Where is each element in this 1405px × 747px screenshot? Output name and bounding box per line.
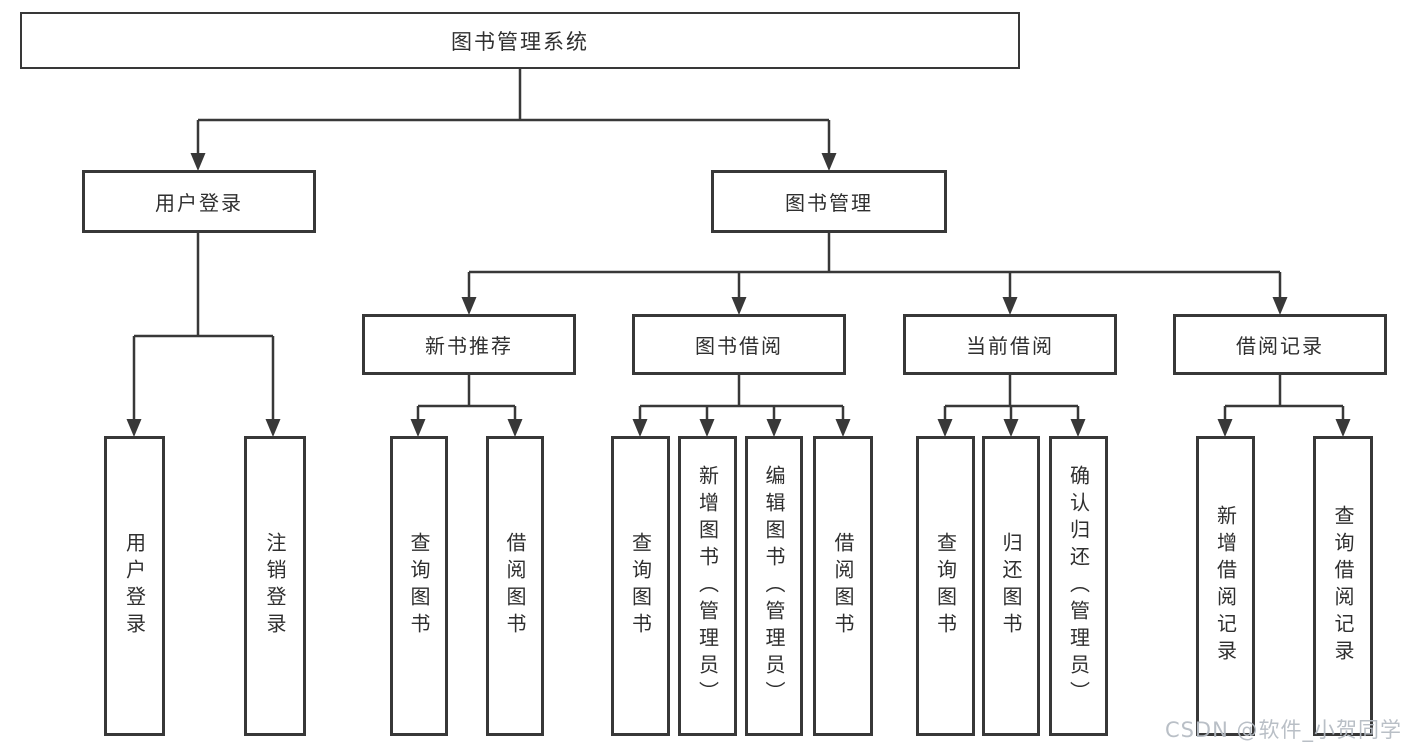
arrowhead xyxy=(1217,419,1233,437)
node-new-book-recommend: 新书推荐 xyxy=(362,314,576,375)
leaf-return-books: 归还图书 xyxy=(982,436,1040,736)
leaf-label: 查询借阅记录 xyxy=(1331,505,1355,667)
leaf-label: 新增图书（管理员） xyxy=(695,464,720,708)
leaf-label: 查询图书 xyxy=(933,532,958,640)
node-label: 图书管理 xyxy=(785,191,873,215)
arrowhead xyxy=(1002,297,1018,315)
connector-path xyxy=(132,68,1345,422)
leaf-confirm-return-admin: 确认归还（管理员） xyxy=(1049,436,1108,736)
leaf-edit-book-admin: 编辑图书（管理员） xyxy=(745,436,803,736)
arrowhead xyxy=(126,419,142,437)
node-user-login: 用户登录 xyxy=(82,170,316,233)
arrowhead xyxy=(937,419,953,437)
arrowhead xyxy=(265,419,281,437)
node-label: 新书推荐 xyxy=(425,334,513,358)
arrowhead xyxy=(190,153,206,171)
arrowhead xyxy=(699,419,715,437)
node-library-management-system: 图书管理系统 xyxy=(20,12,1020,69)
leaf-label: 新增借阅记录 xyxy=(1213,505,1238,667)
leaf-label: 编辑图书（管理员） xyxy=(762,464,786,708)
arrowhead xyxy=(766,419,782,437)
node-current-borrow: 当前借阅 xyxy=(903,314,1117,375)
arrowhead xyxy=(461,297,477,315)
node-label: 借阅记录 xyxy=(1236,334,1324,358)
leaf-query-books-recommend: 查询图书 xyxy=(390,436,448,736)
leaf-query-borrow-record: 查询借阅记录 xyxy=(1313,436,1373,736)
leaf-label: 查询图书 xyxy=(628,532,653,640)
node-label: 图书借阅 xyxy=(695,334,783,358)
leaf-label: 注销登录 xyxy=(263,532,287,640)
arrowhead xyxy=(632,419,648,437)
leaf-label: 查询图书 xyxy=(407,532,431,640)
arrowhead xyxy=(410,419,426,437)
leaf-add-borrow-record: 新增借阅记录 xyxy=(1196,436,1255,736)
arrowhead xyxy=(507,419,523,437)
arrowhead xyxy=(835,419,851,437)
leaf-borrow-books: 借阅图书 xyxy=(813,436,873,736)
node-book-management: 图书管理 xyxy=(711,170,947,233)
leaf-label: 借阅图书 xyxy=(503,532,527,640)
arrowhead xyxy=(821,153,837,171)
node-book-borrow: 图书借阅 xyxy=(632,314,846,375)
watermark: CSDN @软件_小贺同学 xyxy=(1164,718,1402,742)
arrowhead xyxy=(731,297,747,315)
arrowhead xyxy=(1070,419,1086,437)
arrowheads xyxy=(126,153,1351,437)
leaf-add-book-admin: 新增图书（管理员） xyxy=(678,436,737,736)
leaf-label: 用户登录 xyxy=(122,532,147,640)
node-label: 用户登录 xyxy=(155,191,243,215)
node-label: 图书管理系统 xyxy=(451,29,589,54)
node-borrow-record: 借阅记录 xyxy=(1173,314,1387,375)
leaf-borrow-books-recommend: 借阅图书 xyxy=(486,436,544,736)
leaf-label: 确认归还（管理员） xyxy=(1066,464,1091,708)
leaf-label: 借阅图书 xyxy=(831,532,855,640)
arrowhead xyxy=(1003,419,1019,437)
arrowhead xyxy=(1335,419,1351,437)
leaf-logout-login: 注销登录 xyxy=(244,436,306,736)
leaf-user-login: 用户登录 xyxy=(104,436,165,736)
leaf-query-books-current: 查询图书 xyxy=(916,436,975,736)
leaf-label: 归还图书 xyxy=(999,532,1023,640)
leaf-query-books-borrow: 查询图书 xyxy=(611,436,670,736)
arrowhead xyxy=(1272,297,1288,315)
node-label: 当前借阅 xyxy=(966,334,1054,358)
